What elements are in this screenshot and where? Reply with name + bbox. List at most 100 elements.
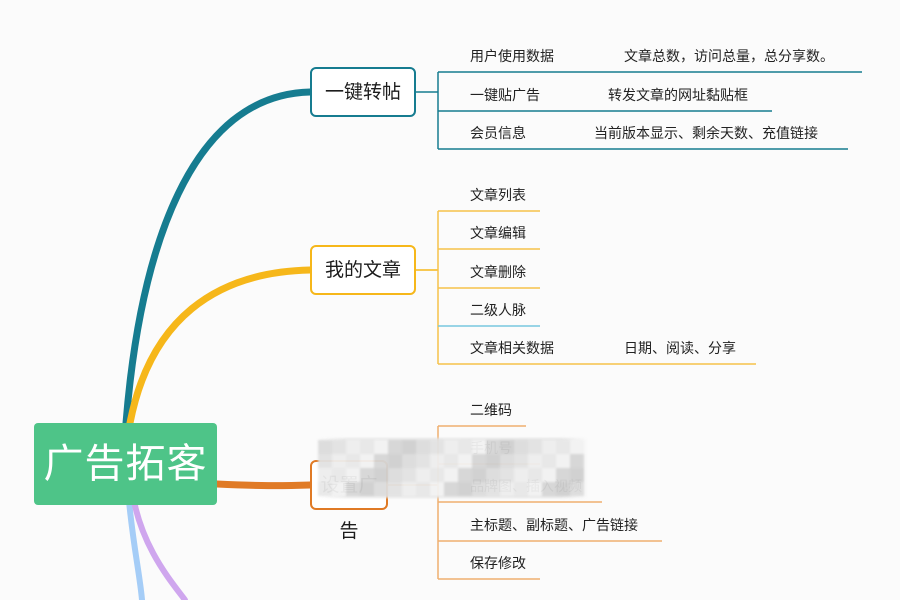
blur-pixel xyxy=(556,468,570,482)
branch-node-b1[interactable]: 一键转帖 xyxy=(310,67,416,117)
blur-pixel xyxy=(346,454,360,468)
blur-pixel xyxy=(374,468,388,482)
redaction-blur xyxy=(318,438,588,498)
blur-pixel xyxy=(542,468,556,482)
branch-connector-b3 xyxy=(213,480,314,490)
blur-pixel xyxy=(570,454,584,468)
leaf-label-b1-2[interactable]: 会员信息 xyxy=(470,126,526,142)
leaf-detail-b1-0[interactable]: 文章总数，访问总量，总分享数。 xyxy=(624,49,834,65)
blur-pixel xyxy=(542,482,556,496)
blur-pixel xyxy=(514,454,528,468)
blur-pixel xyxy=(514,440,528,454)
blur-pixel xyxy=(416,454,430,468)
blur-pixel xyxy=(486,454,500,468)
blur-pixel xyxy=(360,482,374,496)
blur-pixel xyxy=(444,440,458,454)
blur-pixel xyxy=(528,468,542,482)
blur-pixel xyxy=(402,454,416,468)
leaf-label-b3-4[interactable]: 保存修改 xyxy=(470,556,526,572)
blur-pixel xyxy=(570,468,584,482)
blur-pixel xyxy=(360,454,374,468)
branch-node-b2[interactable]: 我的文章 xyxy=(310,245,416,295)
blur-pixel xyxy=(346,440,360,454)
blur-pixel xyxy=(430,454,444,468)
blur-pixel xyxy=(500,468,514,482)
leaf-detail-b1-2[interactable]: 当前版本显示、剩余天数、充值链接 xyxy=(594,126,818,142)
blur-pixel xyxy=(472,440,486,454)
blur-pixel xyxy=(486,482,500,496)
blur-pixel xyxy=(444,454,458,468)
blur-pixel xyxy=(486,468,500,482)
blur-pixel xyxy=(430,440,444,454)
blur-pixel xyxy=(402,440,416,454)
blur-pixel xyxy=(556,482,570,496)
blur-pixel xyxy=(472,468,486,482)
blur-pixel xyxy=(556,440,570,454)
blur-pixel xyxy=(528,440,542,454)
blur-pixel xyxy=(416,440,430,454)
blur-pixel xyxy=(430,482,444,496)
extra-connector-blue xyxy=(125,487,145,600)
blur-pixel xyxy=(402,482,416,496)
blur-pixel xyxy=(402,468,416,482)
extra-connector-purple xyxy=(129,487,188,600)
branch-connector-b2 xyxy=(126,266,314,427)
blur-pixel xyxy=(416,482,430,496)
blur-pixel xyxy=(346,468,360,482)
blur-pixel xyxy=(500,440,514,454)
blur-pixel xyxy=(542,440,556,454)
blur-pixel xyxy=(388,482,402,496)
blur-pixel xyxy=(360,468,374,482)
blur-pixel xyxy=(416,468,430,482)
blur-pixel xyxy=(430,468,444,482)
leaf-label-b2-4[interactable]: 文章相关数据 xyxy=(470,341,554,357)
blur-pixel xyxy=(374,454,388,468)
blur-pixel xyxy=(346,482,360,496)
blur-pixel xyxy=(374,440,388,454)
blur-pixel xyxy=(318,440,332,454)
leaf-label-b1-1[interactable]: 一键贴广告 xyxy=(470,88,540,104)
leaf-label-b2-0[interactable]: 文章列表 xyxy=(470,188,526,204)
blur-pixel xyxy=(444,482,458,496)
blur-pixel xyxy=(360,440,374,454)
leaf-detail-b2-4[interactable]: 日期、阅读、分享 xyxy=(624,341,736,357)
blur-pixel xyxy=(332,440,346,454)
root-node[interactable]: 广告拓客 xyxy=(34,423,217,505)
blur-pixel xyxy=(500,482,514,496)
leaf-label-b2-2[interactable]: 文章删除 xyxy=(470,265,526,281)
blur-pixel xyxy=(514,468,528,482)
blur-pixel xyxy=(332,482,346,496)
blur-pixel xyxy=(458,482,472,496)
blur-pixel xyxy=(486,440,500,454)
blur-pixel xyxy=(388,440,402,454)
blur-pixel xyxy=(570,482,584,496)
blur-pixel xyxy=(528,482,542,496)
blur-pixel xyxy=(528,454,542,468)
blur-pixel xyxy=(472,454,486,468)
blur-pixel xyxy=(458,468,472,482)
blur-pixel xyxy=(458,454,472,468)
blur-pixel xyxy=(388,454,402,468)
blur-pixel xyxy=(542,454,556,468)
blur-pixel xyxy=(500,454,514,468)
leaf-label-b2-1[interactable]: 文章编辑 xyxy=(470,226,526,242)
leaf-label-b1-0[interactable]: 用户使用数据 xyxy=(470,49,554,65)
leaf-detail-b1-1[interactable]: 转发文章的网址黏贴框 xyxy=(608,88,748,104)
blur-pixel xyxy=(514,482,528,496)
blur-pixel xyxy=(388,468,402,482)
blur-pixel xyxy=(556,454,570,468)
blur-pixel xyxy=(458,440,472,454)
branch-connector-b1 xyxy=(122,88,314,427)
blur-pixel xyxy=(570,440,584,454)
blur-pixel xyxy=(472,482,486,496)
blur-pixel xyxy=(332,454,346,468)
blur-pixel xyxy=(332,468,346,482)
blur-pixel xyxy=(318,468,332,482)
blur-pixel xyxy=(444,468,458,482)
leaf-label-b3-0[interactable]: 二维码 xyxy=(470,403,512,419)
leaf-label-b2-3[interactable]: 二级人脉 xyxy=(470,303,526,319)
leaf-label-b3-3[interactable]: 主标题、副标题、广告链接 xyxy=(470,518,638,534)
blur-pixel xyxy=(374,482,388,496)
